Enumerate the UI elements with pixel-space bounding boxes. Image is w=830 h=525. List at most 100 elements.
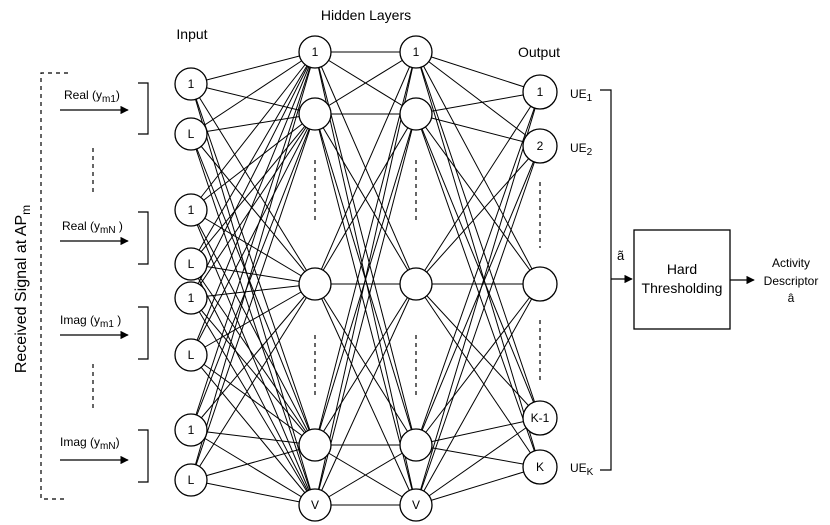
edge-21 bbox=[190, 113, 316, 299]
edge-87 bbox=[415, 283, 541, 506]
edge-65 bbox=[415, 51, 541, 93]
output-node-4: K bbox=[522, 449, 558, 485]
edge-1 bbox=[190, 83, 316, 115]
edge-51 bbox=[314, 113, 417, 285]
edge-15 bbox=[190, 51, 316, 265]
hidden-layers-header: Hidden Layers bbox=[321, 7, 411, 23]
edge-13 bbox=[190, 209, 316, 446]
output-node-2 bbox=[522, 266, 558, 302]
edge-27 bbox=[190, 283, 316, 356]
edge-8 bbox=[190, 133, 316, 446]
hidden1-node-1 bbox=[298, 97, 332, 131]
output-node-1: 2 bbox=[522, 128, 558, 164]
edge-6 bbox=[190, 113, 316, 135]
hidden2-node-1 bbox=[399, 97, 433, 131]
edge-16 bbox=[190, 113, 316, 265]
input-node-1: L bbox=[174, 117, 208, 151]
hidden1-node-4: V bbox=[298, 488, 332, 522]
ue-label-k: UEK bbox=[570, 461, 594, 478]
edge-36 bbox=[190, 113, 316, 481]
input-node-label-2: 1 bbox=[188, 203, 195, 217]
input-node-2: 1 bbox=[174, 193, 208, 227]
output-node-label-0: 1 bbox=[537, 85, 544, 99]
signal-label-0: Real (ym1) bbox=[64, 88, 120, 105]
edge-74 bbox=[415, 113, 541, 468]
hidden1-node-label-4: V bbox=[311, 498, 319, 512]
edge-63 bbox=[314, 444, 417, 506]
output-node-0: 1 bbox=[522, 74, 558, 110]
output-node-3: K-1 bbox=[522, 400, 558, 436]
input-node-label-5: L bbox=[188, 348, 195, 362]
hidden1-node-2 bbox=[298, 267, 332, 301]
edge-80 bbox=[415, 91, 541, 446]
edge-50 bbox=[314, 51, 417, 285]
edge-5 bbox=[190, 51, 316, 135]
edge-0 bbox=[190, 51, 316, 85]
edge-34 bbox=[190, 429, 316, 506]
edge-31 bbox=[190, 113, 316, 431]
threshold-line2: Thresholding bbox=[642, 280, 723, 296]
edge-70 bbox=[415, 91, 541, 115]
edge-39 bbox=[190, 479, 316, 506]
input-node-3: L bbox=[174, 247, 208, 281]
edge-30 bbox=[190, 51, 316, 431]
hidden1-node-0: 1 bbox=[298, 35, 332, 69]
input-node-label-3: L bbox=[188, 257, 195, 271]
edge-23 bbox=[190, 297, 316, 446]
edge-38 bbox=[190, 444, 316, 481]
ue-label-2: UE2 bbox=[570, 141, 593, 158]
output-header: Output bbox=[518, 44, 560, 60]
hidden2-node-3 bbox=[399, 428, 433, 462]
input-node-label-6: 1 bbox=[188, 423, 195, 437]
connection-edges bbox=[190, 51, 541, 506]
hidden2-node-label-4: V bbox=[412, 498, 420, 512]
edge-81 bbox=[415, 145, 541, 446]
edge-88 bbox=[415, 417, 541, 506]
hidden2-node-0: 1 bbox=[399, 35, 433, 69]
input-node-label-0: 1 bbox=[188, 77, 195, 91]
edge-68 bbox=[415, 51, 541, 419]
hard-thresholding-box bbox=[633, 229, 731, 330]
edge-12 bbox=[190, 209, 316, 285]
hidden1-node-label-0: 1 bbox=[312, 45, 319, 59]
input-brackets bbox=[138, 82, 149, 483]
input-node-6: 1 bbox=[174, 413, 208, 447]
edge-7 bbox=[190, 133, 316, 285]
ellipsis-lines bbox=[92, 148, 541, 410]
edge-19 bbox=[190, 263, 316, 506]
edge-75 bbox=[415, 91, 541, 285]
ue-label-1: UE1 bbox=[570, 87, 593, 104]
edge-2 bbox=[190, 83, 316, 285]
edge-78 bbox=[415, 283, 541, 419]
edge-84 bbox=[415, 444, 541, 468]
input-node-4: 1 bbox=[174, 281, 208, 315]
edge-24 bbox=[190, 297, 316, 506]
edge-76 bbox=[415, 145, 541, 285]
side-label: Received Signal at APm bbox=[13, 205, 33, 373]
edge-32 bbox=[190, 283, 316, 431]
descriptor-line3: â bbox=[788, 291, 795, 305]
input-node-5: L bbox=[174, 338, 208, 372]
edge-26 bbox=[190, 113, 316, 356]
output-node-label-4: K bbox=[536, 460, 544, 474]
edge-73 bbox=[415, 113, 541, 419]
edge-37 bbox=[190, 283, 316, 481]
input-node-7: L bbox=[174, 463, 208, 497]
edge-60 bbox=[314, 51, 417, 506]
edge-89 bbox=[415, 466, 541, 506]
threshold-line1: Hard bbox=[667, 261, 697, 277]
signal-label-3: Imag (ymN) bbox=[60, 435, 120, 452]
hidden2-node-2 bbox=[399, 267, 433, 301]
descriptor-line1: Activity bbox=[772, 256, 810, 270]
signal-label-2: Imag (ym1 ) bbox=[60, 313, 121, 330]
input-node-label-4: 1 bbox=[188, 291, 195, 305]
edge-22 bbox=[190, 283, 316, 299]
edge-33 bbox=[190, 429, 316, 446]
edge-18 bbox=[190, 263, 316, 446]
edge-72 bbox=[415, 113, 541, 285]
hidden1-node-3 bbox=[298, 428, 332, 462]
edge-29 bbox=[190, 354, 316, 506]
